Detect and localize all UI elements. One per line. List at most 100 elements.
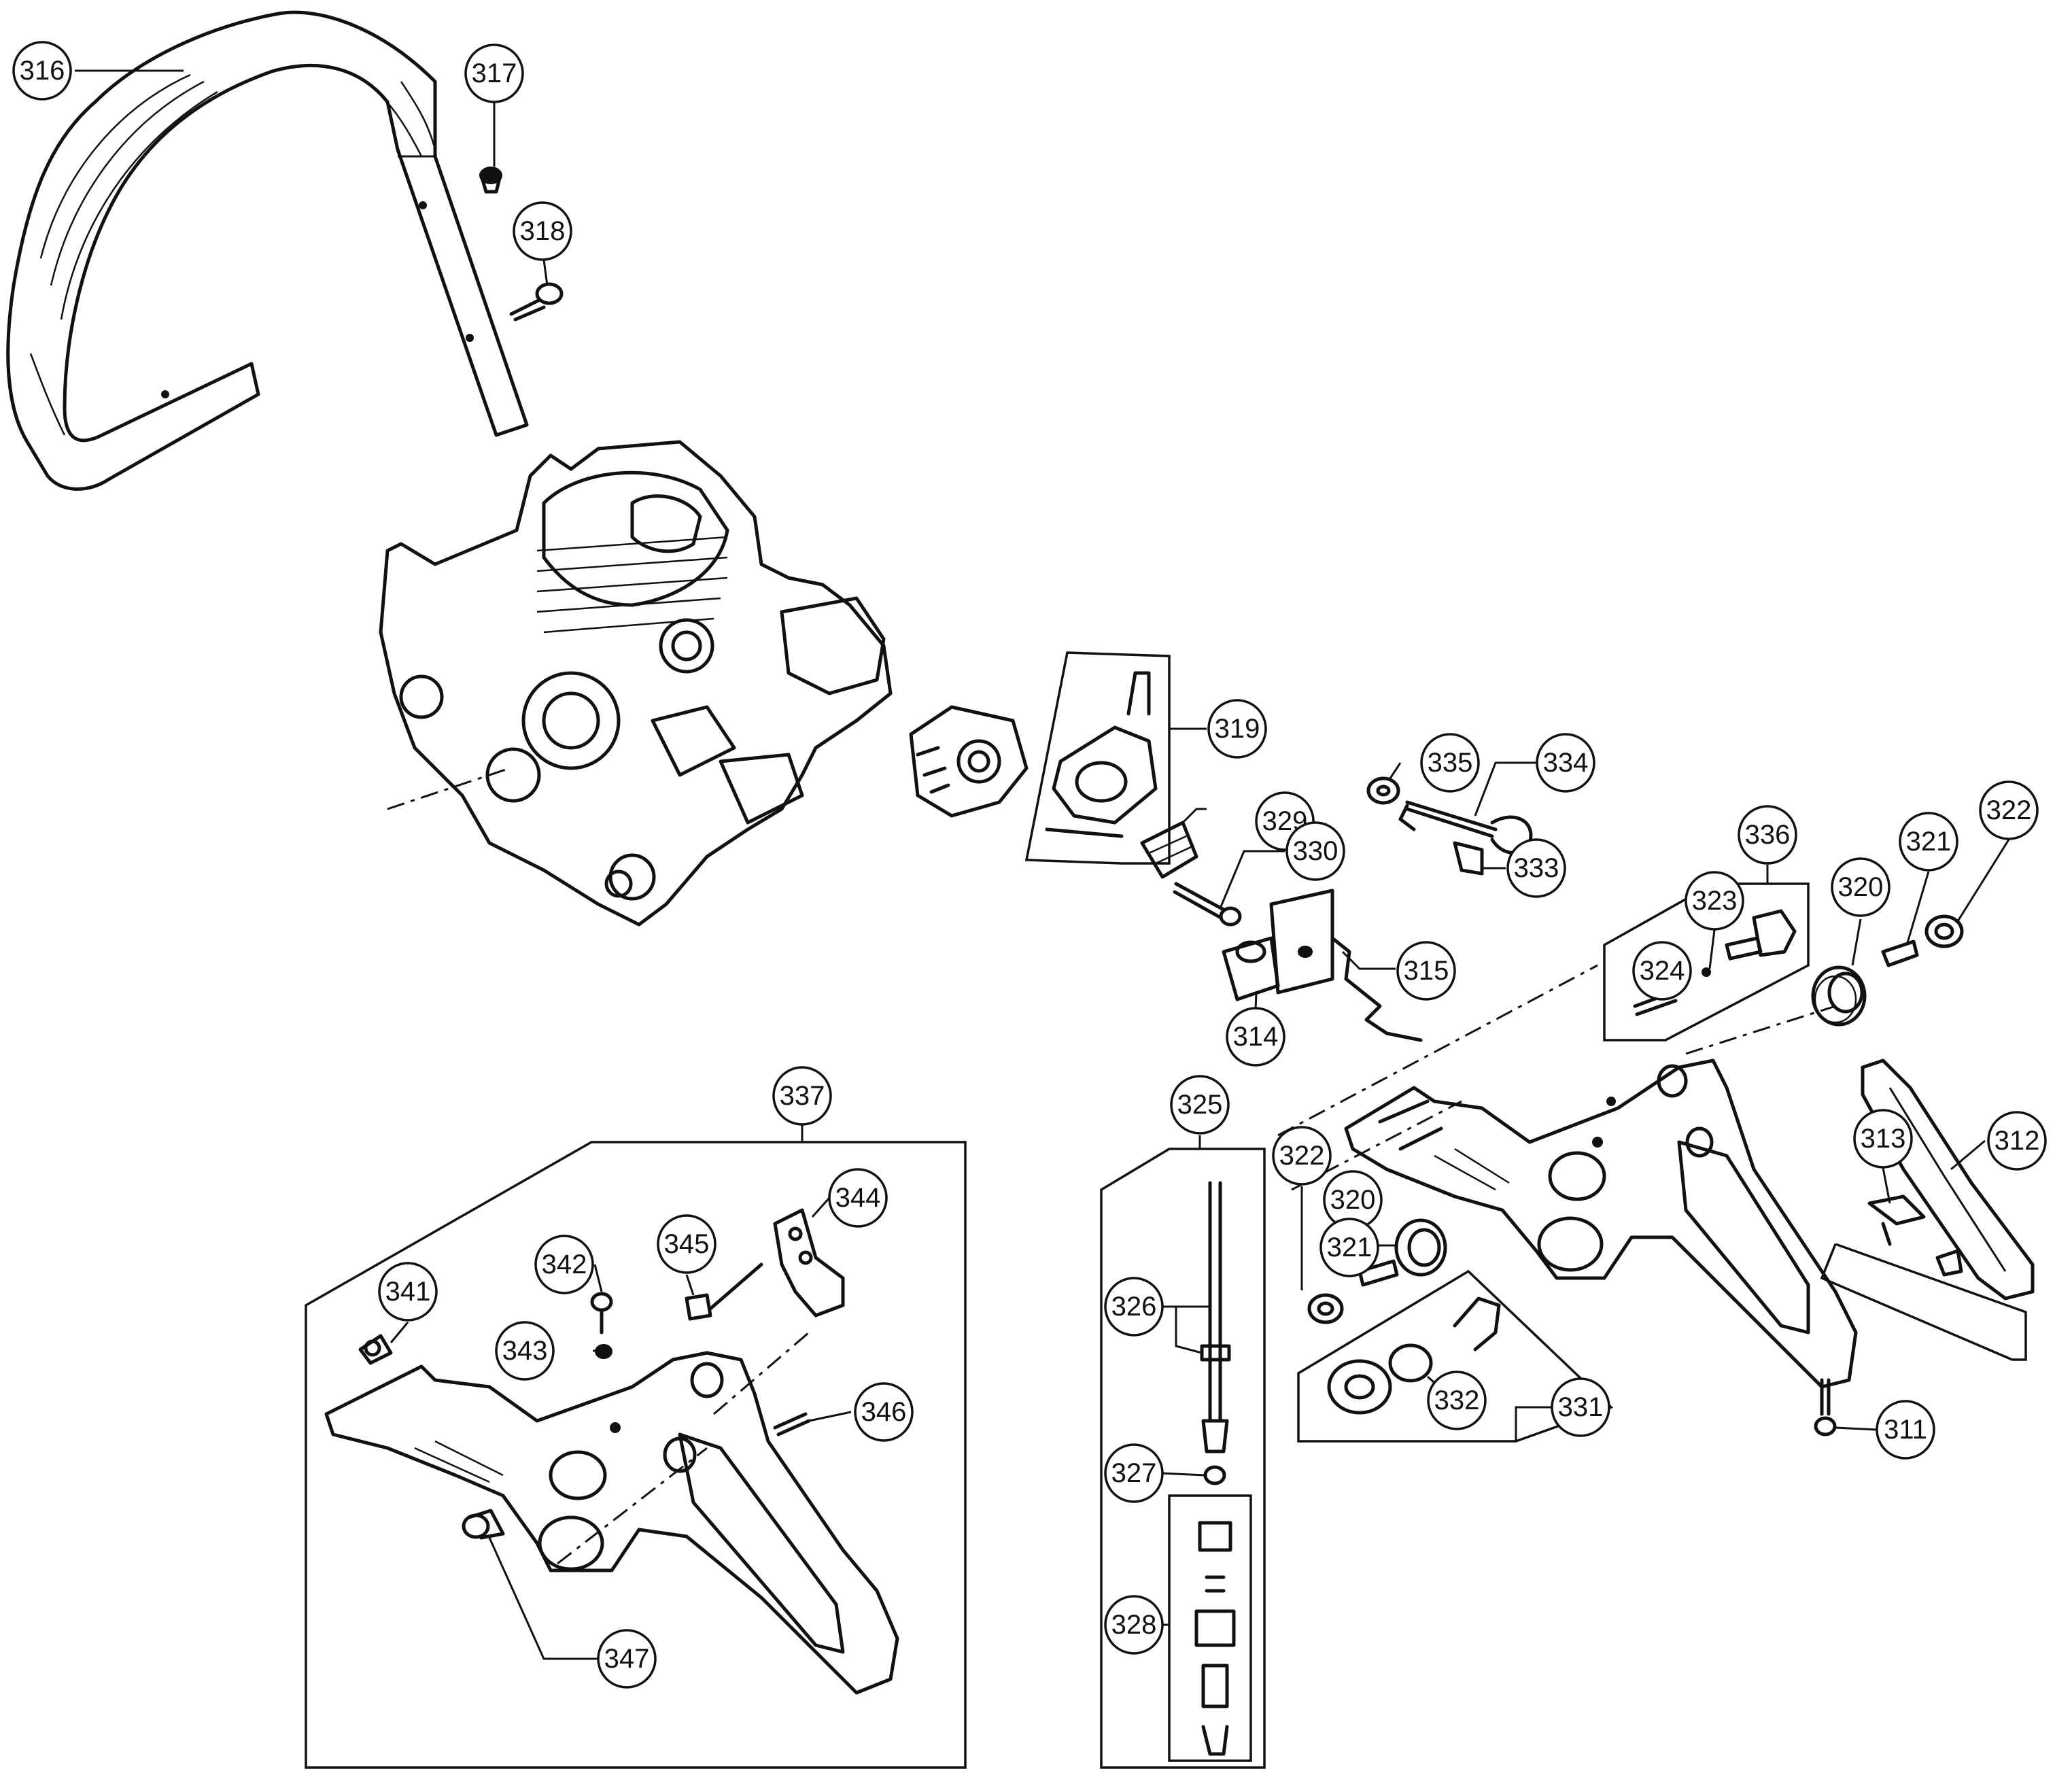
callout-circle <box>1170 1075 1230 1135</box>
callout-number: 319 <box>1215 714 1260 744</box>
callout-circle <box>495 1321 555 1381</box>
callout-circle <box>513 201 572 261</box>
pin-345 <box>685 1262 763 1321</box>
callout-circle <box>828 1168 888 1228</box>
callout-circle <box>1226 1007 1285 1067</box>
callout-number: 343 <box>502 1336 548 1366</box>
callout-342: 342 <box>534 1235 594 1294</box>
callout-323: 323 <box>1685 871 1744 931</box>
grommet-335 <box>1366 776 1400 805</box>
screw-317 <box>479 167 502 194</box>
lever-313 <box>1867 1194 1963 1277</box>
oil-pump-box-325 <box>1100 1148 1266 1769</box>
callout-circle <box>534 1235 594 1294</box>
callout-circle <box>597 1629 657 1689</box>
callout-number: 328 <box>1111 1610 1157 1640</box>
callout-circle <box>1506 838 1566 898</box>
callout-344: 344 <box>828 1168 888 1228</box>
callout-circle <box>772 1066 832 1126</box>
callout-number: 337 <box>780 1081 825 1111</box>
callout-number: 345 <box>664 1229 710 1259</box>
nut-322 <box>1924 914 1964 948</box>
callout-number: 334 <box>1543 748 1589 778</box>
carburetor-box-319 <box>1024 651 1171 865</box>
callout-number: 324 <box>1640 956 1685 986</box>
callout-circle <box>1876 1400 1935 1460</box>
callout-circle <box>1396 941 1456 1001</box>
callout-circle <box>1738 805 1797 865</box>
callout-number: 342 <box>542 1250 587 1279</box>
pulley-320 <box>1811 965 1867 1027</box>
callout-number: 332 <box>1434 1385 1480 1415</box>
callout-number: 344 <box>835 1183 881 1213</box>
callout-334: 334 <box>1536 733 1595 793</box>
callout-330: 330 <box>1285 821 1345 881</box>
bushing-347 <box>462 1509 505 1540</box>
callout-322: 322 <box>1272 1126 1332 1186</box>
switch-341 <box>358 1334 393 1365</box>
leader-lines <box>75 69 2010 1660</box>
callout-number: 330 <box>1293 836 1339 866</box>
spring-pin-346 <box>773 1412 811 1436</box>
callout-347: 347 <box>597 1629 657 1689</box>
callout-315: 315 <box>1396 941 1456 1001</box>
callout-number: 314 <box>1233 1022 1279 1052</box>
callout-321: 321 <box>1319 1218 1379 1277</box>
callout-circle <box>1427 1371 1487 1430</box>
callout-319: 319 <box>1207 699 1267 759</box>
nut-322-lower <box>1307 1293 1344 1324</box>
callout-circle <box>1987 1111 2047 1171</box>
screw-321-lower <box>1358 1259 1399 1287</box>
callout-circle <box>657 1214 716 1274</box>
callout-314: 314 <box>1226 1007 1285 1067</box>
callout-number: 323 <box>1692 886 1738 916</box>
screw-342 <box>590 1292 613 1335</box>
callout-number: 320 <box>1838 872 1884 902</box>
callout-337: 337 <box>772 1066 832 1126</box>
callout-circle <box>1632 941 1692 1001</box>
callout-number: 321 <box>1327 1233 1372 1262</box>
screw-311 <box>1814 1378 1837 1436</box>
callout-circle <box>1272 1126 1332 1186</box>
callout-circle <box>1319 1218 1379 1277</box>
carburetor <box>909 705 1029 818</box>
callout-343: 343 <box>495 1321 555 1381</box>
callout-circle <box>1685 871 1744 931</box>
callout-313: 313 <box>1853 1109 1913 1169</box>
callout-332: 332 <box>1427 1371 1487 1430</box>
callout-335: 335 <box>1420 733 1480 793</box>
callout-345: 345 <box>657 1214 716 1274</box>
callout-311: 311 <box>1876 1400 1935 1460</box>
rod-315 <box>1330 936 1423 1042</box>
callout-316: 316 <box>12 41 72 101</box>
callout-325: 325 <box>1170 1075 1230 1135</box>
callout-number: 347 <box>604 1644 650 1674</box>
engine-assembly <box>379 440 893 927</box>
filter-element-329 <box>1140 821 1198 879</box>
callout-circle <box>1853 1109 1913 1169</box>
callout-number: 312 <box>1995 1126 2040 1156</box>
knob-333 <box>1453 841 1484 876</box>
callout-circle <box>12 41 72 101</box>
rear-handle-kit-box-337 <box>305 1141 967 1769</box>
callout-circle <box>1104 1443 1164 1503</box>
screw-318 <box>509 282 564 322</box>
callout-327: 327 <box>1104 1443 1164 1503</box>
callout-circle <box>854 1382 914 1442</box>
callout-number: 315 <box>1404 956 1449 986</box>
callout-number: 322 <box>1279 1141 1325 1171</box>
callout-circle <box>464 44 524 103</box>
callout-circle <box>1104 1277 1164 1337</box>
callout-circle <box>1536 733 1595 793</box>
callout-318: 318 <box>513 201 572 261</box>
callout-number: 320 <box>1330 1185 1376 1215</box>
callout-320: 320 <box>1323 1170 1383 1230</box>
callout-322: 322 <box>1979 780 2039 840</box>
screw-330 <box>1173 882 1242 927</box>
callout-320: 320 <box>1831 857 1890 917</box>
callout-346: 346 <box>854 1382 914 1442</box>
callout-328: 328 <box>1104 1595 1164 1655</box>
callout-number: 313 <box>1861 1124 1906 1154</box>
callout-circle <box>1899 812 1958 872</box>
